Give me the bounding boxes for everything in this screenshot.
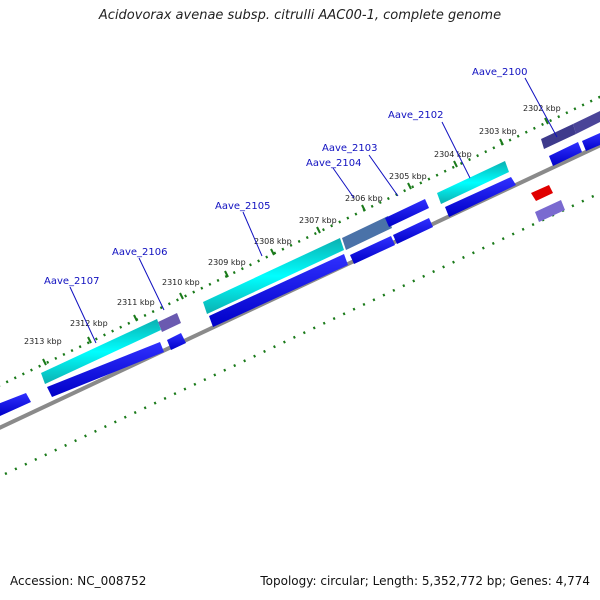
- tick-label-2311: 2311 kbp: [117, 298, 155, 307]
- gene-label-aave-2104: Aave_2104: [306, 158, 362, 169]
- gene-label-aave-2103: Aave_2103: [322, 143, 378, 154]
- tick-label-2309: 2309 kbp: [208, 258, 246, 267]
- connector-aave-2104: [332, 167, 355, 199]
- tick-label-2303: 2303 kbp: [479, 127, 517, 136]
- connector-aave-2107: [69, 286, 97, 344]
- cds-aave-2103: [385, 199, 429, 227]
- major-tick-2312: [87, 336, 92, 344]
- gene-aave-2100-b: [573, 111, 600, 134]
- connector-aave-2106: [138, 257, 165, 311]
- major-tick-2304: [453, 160, 458, 168]
- gene-aave-2104: [342, 216, 392, 250]
- cds-aave-2108: [0, 393, 31, 416]
- gene-aave-2105: [203, 238, 344, 314]
- major-tick-2302: [544, 117, 549, 125]
- tick-label-2312: 2312 kbp: [70, 319, 108, 328]
- cds-aave-2104: [393, 218, 433, 244]
- major-tick-2313: [42, 358, 47, 366]
- gene-aave-2106: [158, 313, 181, 332]
- gene-aave-2107: [41, 319, 161, 384]
- tick-label-2307: 2307 kbp: [299, 216, 337, 225]
- major-tick-2309: [224, 270, 229, 278]
- tick-label-2306: 2306 kbp: [345, 194, 383, 203]
- accession-label: Accession: NC_008752: [10, 574, 147, 588]
- gene-label-aave-2106: Aave_2106: [112, 247, 168, 258]
- major-tick-2306: [361, 204, 366, 212]
- major-tick-2305: [407, 182, 412, 190]
- tick-label-2310: 2310 kbp: [162, 278, 200, 287]
- gene-red-feature: [531, 185, 553, 201]
- connector-aave-2103: [368, 154, 399, 197]
- cds-aave-2106: [167, 333, 186, 350]
- gene-label-connectors: [69, 77, 558, 344]
- gene-label-aave-2102: Aave_2102: [388, 110, 444, 121]
- connector-aave-2102: [441, 121, 471, 179]
- gene-lavender-feature: [535, 200, 565, 222]
- cds-aave-2099: [582, 133, 600, 151]
- major-ticks: [42, 117, 549, 366]
- cds-aave-2102: [445, 177, 516, 217]
- cds-aave-2105: [209, 254, 348, 327]
- gene-label-aave-2105: Aave_2105: [215, 201, 271, 212]
- cds-aave-2100: [549, 142, 582, 166]
- connector-aave-2100: [524, 77, 558, 138]
- tick-label-2305: 2305 kbp: [389, 172, 427, 181]
- cds-aave-2107: [47, 342, 164, 397]
- major-tick-2307: [316, 226, 321, 234]
- gene-aave-2100-a: [541, 124, 576, 149]
- major-tick-2303: [499, 138, 504, 146]
- gene-label-aave-2107: Aave_2107: [44, 276, 100, 287]
- cds-aave-2104b: [350, 236, 395, 264]
- major-tick-2311: [133, 314, 138, 322]
- gene-features: [41, 111, 600, 384]
- tick-label-2304: 2304 kbp: [434, 150, 472, 159]
- major-tick-2310: [179, 292, 184, 300]
- tick-label-2308: 2308 kbp: [254, 237, 292, 246]
- upper-tick-track: [0, 95, 600, 387]
- gene-label-aave-2100: Aave_2100: [472, 67, 528, 78]
- cds-features: [0, 133, 600, 416]
- map-title: Acidovorax avenae subsp. citrulli AAC00-…: [98, 8, 502, 23]
- tick-label-2313: 2313 kbp: [24, 337, 62, 346]
- gene-aave-2102: [437, 161, 509, 204]
- major-tick-2308: [270, 248, 275, 256]
- genome-summary: Topology: circular; Length: 5,352,772 bp…: [260, 574, 590, 588]
- lower-tick-track: [4, 191, 600, 476]
- connector-aave-2105: [242, 211, 263, 257]
